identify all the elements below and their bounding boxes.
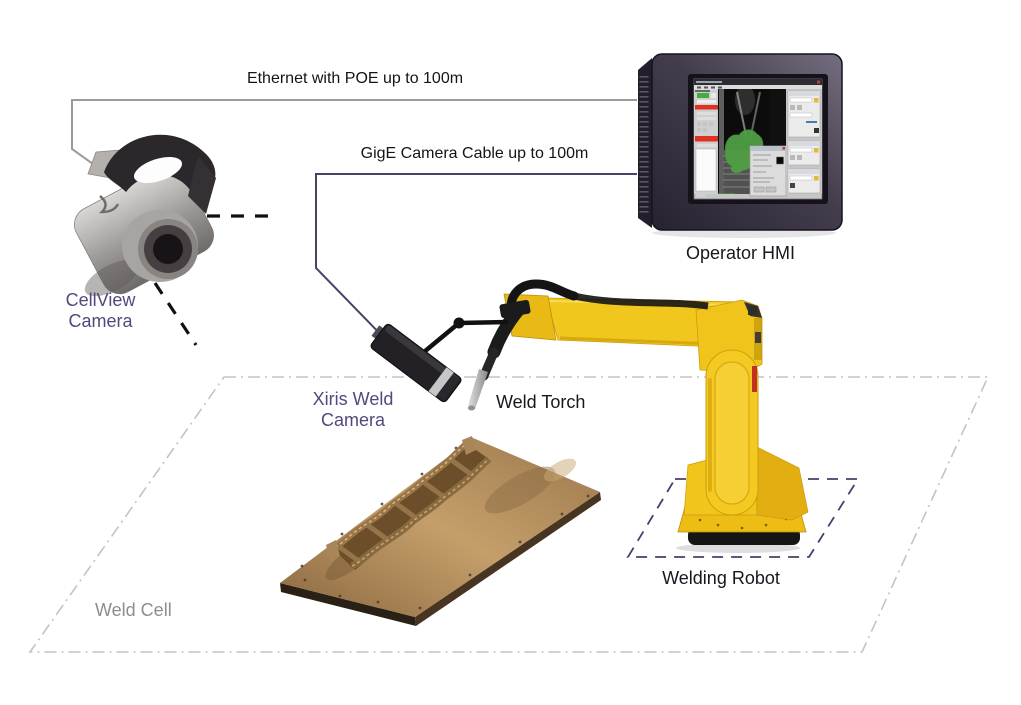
- weld-torch-illustration: [468, 301, 527, 411]
- hmi-screen: [693, 78, 823, 200]
- camera-view-dash-diagonal: [153, 282, 198, 346]
- cellview-camera-label-line2: Camera: [68, 311, 133, 331]
- workpiece-illustration: [280, 436, 601, 626]
- xiris-weld-camera-illustration: [370, 317, 509, 403]
- hmi-left-panel: [694, 90, 718, 198]
- hmi-right-panel: [786, 89, 822, 194]
- hmi-dialog: [749, 145, 787, 197]
- ethernet-cable-label: Ethernet with POE up to 100m: [246, 70, 464, 87]
- weld-cell-label: Weld Cell: [95, 600, 172, 620]
- xiris-weld-camera-label-line2: Camera: [320, 410, 386, 430]
- cellview-camera-illustration: [74, 134, 269, 346]
- weld-torch-label: Weld Torch: [496, 392, 586, 412]
- camera-mount-pivot: [453, 317, 465, 329]
- xiris-weld-camera-label: Xiris Weld Camera: [292, 389, 414, 431]
- operator-hmi-label: Operator HMI: [685, 243, 796, 263]
- ethernet-cable-line: [71, 99, 637, 170]
- cellview-camera-label: CellView Camera: [38, 290, 163, 332]
- cellview-camera-label-line1: CellView: [65, 290, 136, 310]
- xiris-weld-camera-label-line1: Xiris Weld: [312, 389, 394, 409]
- welding-robot-illustration: [499, 279, 809, 553]
- operator-hmi-device: [638, 53, 843, 238]
- gige-cable-line: [315, 173, 637, 344]
- gige-cable-label: GigE Camera Cable up to 100m: [360, 145, 589, 162]
- welding-robot-label: Welding Robot: [662, 568, 780, 588]
